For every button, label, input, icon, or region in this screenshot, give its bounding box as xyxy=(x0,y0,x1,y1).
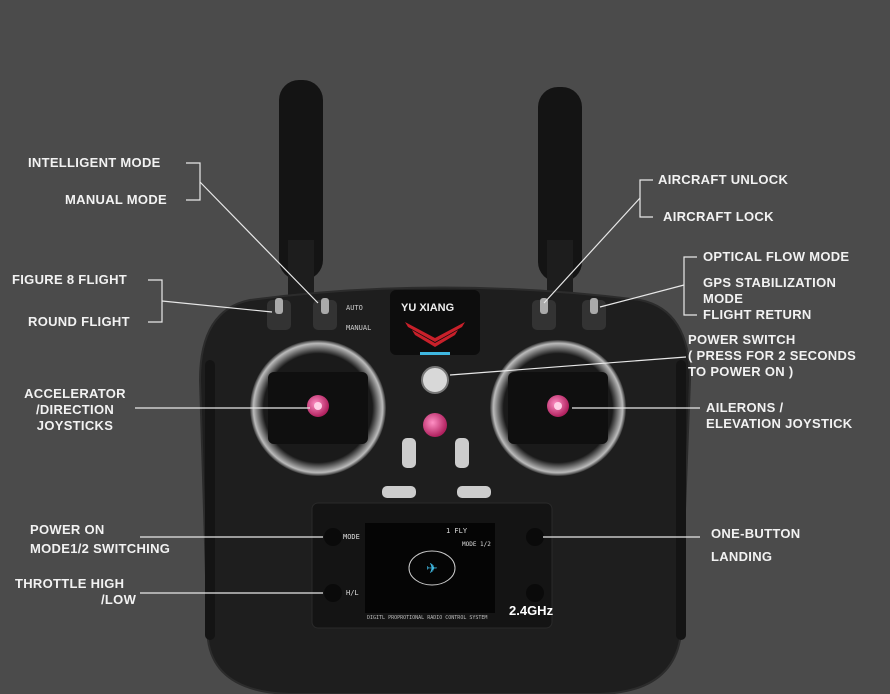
right-switches xyxy=(532,298,606,330)
landing-line-2: LANDING xyxy=(711,549,773,564)
left-switches xyxy=(267,298,337,330)
ailerons-line-2: ELEVATION JOYSTICK xyxy=(706,416,853,431)
mode-button-label: MODE xyxy=(343,533,360,541)
power-button xyxy=(421,366,449,394)
gps-line-1: GPS STABILIZATION xyxy=(703,275,837,290)
label-aircraft-lock: AIRCRAFT LOCK xyxy=(663,209,774,224)
label-aircraft-unlock: AIRCRAFT UNLOCK xyxy=(658,172,789,187)
hl-button xyxy=(324,584,342,602)
throttle-line-1: THROTTLE HIGH xyxy=(15,576,125,591)
gps-line-2: MODE xyxy=(703,291,744,306)
svg-text:✈: ✈ xyxy=(426,560,438,576)
label-round-flight: ROUND FLIGHT xyxy=(28,314,130,329)
brand-name: YU XIANG xyxy=(401,302,455,314)
status-text: 1 FLY xyxy=(446,527,468,535)
power-switch-line-2: ( PRESS FOR 2 SECONDS xyxy=(688,348,857,363)
mode-indicator: MODE 1/2 xyxy=(462,541,491,548)
throttle-line-2: /LOW xyxy=(101,592,137,607)
center-knob xyxy=(423,413,447,437)
label-throttle-high-low: THROTTLE HIGH/LOW xyxy=(15,576,140,608)
frequency-label: 2.4GHz xyxy=(509,603,554,618)
label-intelligent-mode: INTELLIGENT MODE xyxy=(28,155,161,170)
landing-button xyxy=(526,528,544,546)
hl-button-label: H/L xyxy=(346,589,359,597)
accelerator-line-1: ACCELERATOR xyxy=(24,386,126,401)
accelerator-line-2: /DIRECTION xyxy=(35,402,115,417)
leader-lines xyxy=(135,162,700,594)
power-switch-line-1: POWER SWITCH xyxy=(688,332,796,347)
return-button xyxy=(526,584,544,602)
left-joystick xyxy=(250,340,386,476)
power-on-line-2: MODE1/2 SWITCHING xyxy=(30,541,171,556)
label-figure8-flight: FIGURE 8 FLIGHT xyxy=(12,272,127,287)
ailerons-line-1: AILERONS / xyxy=(706,400,784,415)
label-power-on-mode: POWER ON MODE1/2 SWITCHING xyxy=(30,520,170,558)
mode-button xyxy=(324,528,342,546)
label-ailerons-joystick: AILERONS /ELEVATION JOYSTICK xyxy=(706,400,853,432)
power-on-line-1: POWER ON xyxy=(30,522,105,537)
label-optical-flow-mode: OPTICAL FLOW MODE xyxy=(703,249,850,264)
label-manual-mode: MANUAL MODE xyxy=(65,192,167,207)
power-switch-line-3: TO POWER ON ) xyxy=(688,364,794,379)
manual-label: MANUAL xyxy=(346,324,372,332)
auto-label: AUTO xyxy=(346,304,363,312)
right-joystick xyxy=(490,340,626,476)
landing-line-1: ONE-BUTTON xyxy=(711,526,801,541)
label-one-button-landing: ONE-BUTTON LANDING xyxy=(711,522,800,568)
label-flight-return: FLIGHT RETURN xyxy=(703,307,812,322)
right-antenna xyxy=(538,87,582,300)
accelerator-line-3: JOYSTICKS xyxy=(36,418,114,433)
left-antenna xyxy=(279,80,323,300)
screen-footer: DIGITL PROPROTIONAL RADIO CONTROL SYSTEM xyxy=(367,615,488,621)
